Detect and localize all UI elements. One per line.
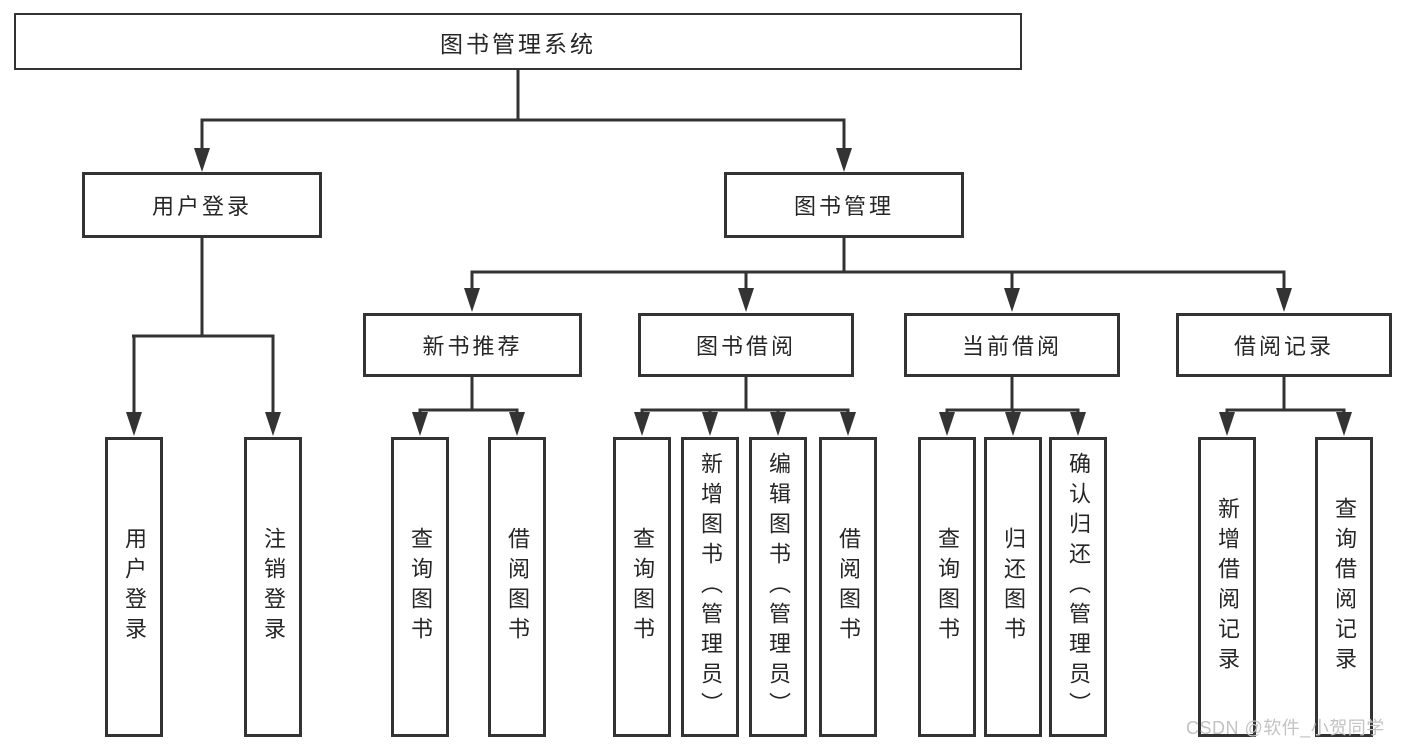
leaf-new-books-borrow: 借阅图书 [488,437,546,737]
arrowhead [265,412,281,436]
leaf-label: 新增借阅记录 [1215,497,1240,677]
leaf-current-query: 查询图书 [918,437,976,737]
arrowhead [738,288,754,312]
leaf-borrow-add-admin: 新增图书（管理员） [681,437,739,737]
node-book-borrow: 图书借阅 [638,313,854,377]
arrowhead [1005,412,1021,436]
leaf-label: 新增图书（管理员） [698,452,723,722]
leaf-label: 用户登录 [122,527,147,647]
arrowhead [509,412,525,436]
leaf-label: 归还图书 [1001,527,1026,647]
arrowhead [770,412,786,436]
node-user-login-label: 用户登录 [151,194,252,219]
node-book-mgmt-label: 图书管理 [793,194,894,219]
leaf-label: 借阅图书 [836,527,861,647]
node-book-borrow-label: 图书借阅 [695,334,796,359]
arrowhead [939,412,955,436]
node-new-books: 新书推荐 [363,313,582,377]
leaf-label: 注销登录 [261,527,286,647]
leaf-borrow-edit-admin: 编辑图书（管理员） [749,437,807,737]
leaf-label: 查询图书 [408,527,433,647]
node-current-borrow: 当前借阅 [904,313,1120,377]
node-root: 图书管理系统 [14,13,1022,70]
node-current-borrow-label: 当前借阅 [961,334,1062,359]
arrowhead [1336,412,1352,436]
connector-borrow-records-to-leaves [1219,377,1352,436]
leaf-borrow-query: 查询图书 [613,437,671,737]
leaf-label: 借阅图书 [505,527,530,647]
leaf-new-books-query: 查询图书 [391,437,449,737]
leaf-records-query: 查询借阅记录 [1315,437,1373,737]
arrowhead [1219,412,1235,436]
leaf-user-login: 用户登录 [105,437,163,737]
leaf-borrow-book: 借阅图书 [819,437,877,737]
connector-new-books-to-leaves [412,377,525,436]
node-user-login: 用户登录 [82,172,322,238]
arrowhead [194,148,210,172]
leaf-label: 查询图书 [630,527,655,647]
node-borrow-records-label: 借阅记录 [1233,334,1334,359]
arrowhead [464,288,480,312]
arrowhead [1276,288,1292,312]
arrowhead [836,148,852,172]
connector-current-borrow-to-leaves [939,377,1086,436]
connector-root-to-level1 [194,70,852,172]
leaf-logout: 注销登录 [244,437,302,737]
arrowhead [412,412,428,436]
leaf-current-return: 归还图书 [984,437,1042,737]
connector-user-login-to-leaves [126,238,281,436]
arrowhead [1070,412,1086,436]
node-root-label: 图书管理系统 [440,30,596,57]
arrowhead [840,412,856,436]
leaf-label: 查询图书 [935,527,960,647]
csdn-watermark: CSDN @软件_小贺同学 [1186,718,1385,738]
leaf-label: 查询借阅记录 [1332,497,1357,677]
leaf-label: 确认归还（管理员） [1066,452,1091,722]
leaf-current-confirm-admin: 确认归还（管理员） [1049,437,1107,737]
leaf-records-add: 新增借阅记录 [1198,437,1256,737]
arrowhead [702,412,718,436]
arrowhead [126,412,142,436]
arrowhead [1004,288,1020,312]
connector-book-borrow-to-leaves [634,377,856,436]
connector-book-mgmt-to-level2 [464,238,1292,312]
node-borrow-records: 借阅记录 [1176,313,1392,377]
arrowhead [634,412,650,436]
node-book-mgmt: 图书管理 [724,172,964,238]
leaf-label: 编辑图书（管理员） [766,452,791,722]
node-new-books-label: 新书推荐 [422,334,523,359]
